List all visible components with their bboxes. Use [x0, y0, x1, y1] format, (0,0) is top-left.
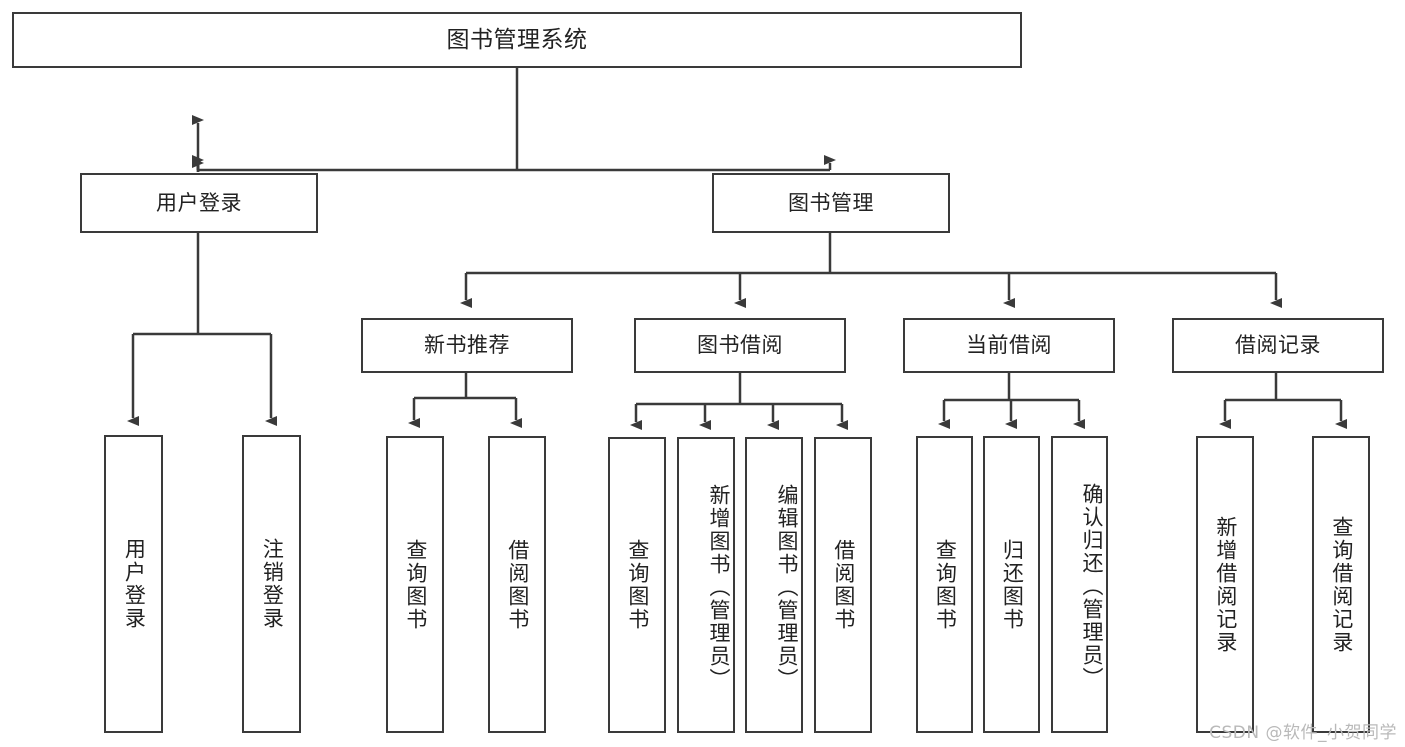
leaf-recommend-borrow-book[interactable]: 借阅图书	[488, 436, 546, 733]
node-label: 编辑图书（管理员）	[775, 483, 799, 691]
leaf-borrow-query-book[interactable]: 查询图书	[608, 437, 666, 733]
node-label: 归还图书	[1000, 538, 1025, 631]
node-current-borrow[interactable]: 当前借阅	[903, 318, 1115, 373]
node-root-system[interactable]: 图书管理系统	[12, 12, 1022, 68]
node-borrow-record[interactable]: 借阅记录	[1172, 318, 1384, 373]
node-user-login[interactable]: 用户登录	[80, 173, 318, 233]
node-label: 新增借阅记录	[1213, 515, 1238, 654]
node-label: 新书推荐	[424, 333, 510, 357]
node-label: 借阅图书	[505, 538, 530, 631]
leaf-current-confirm-return-admin[interactable]: 确认归还（管理员）	[1051, 436, 1108, 733]
arrow-group-level3	[460, 273, 1282, 308]
node-label: 图书借阅	[697, 333, 783, 357]
arrow-group-level2	[192, 155, 836, 170]
node-label: 注销登录	[260, 538, 285, 630]
node-label: 查询图书	[933, 538, 958, 631]
node-label: 查询借阅记录	[1329, 515, 1354, 654]
leaf-borrow-add-book-admin[interactable]: 新增图书（管理员）	[677, 437, 735, 733]
arrow-group-recommend-children	[408, 398, 522, 428]
node-label: 用户登录	[156, 190, 242, 215]
node-label: 图书管理	[788, 190, 874, 215]
leaf-record-query-record[interactable]: 查询借阅记录	[1312, 436, 1370, 733]
arrow-group-record-children	[1219, 400, 1347, 429]
leaf-current-query-book[interactable]: 查询图书	[916, 436, 973, 733]
arrow-group-borrow-children	[630, 404, 848, 430]
node-label: 图书管理系统	[446, 26, 588, 53]
leaf-record-add-record[interactable]: 新增借阅记录	[1196, 436, 1254, 733]
node-label: 查询图书	[403, 538, 428, 631]
node-book-borrow[interactable]: 图书借阅	[634, 318, 846, 373]
arrow-group-current-children	[938, 400, 1085, 429]
node-book-management[interactable]: 图书管理	[712, 173, 950, 233]
leaf-borrow-borrow-book[interactable]: 借阅图书	[814, 437, 872, 733]
leaf-recommend-query-book[interactable]: 查询图书	[386, 436, 444, 733]
arrow-group-user-login-children	[127, 334, 277, 426]
node-label: 确认归还（管理员）	[1080, 483, 1104, 690]
node-label: 当前借阅	[966, 333, 1052, 357]
node-label: 借阅记录	[1235, 333, 1321, 357]
node-label: 借阅图书	[831, 539, 856, 631]
node-label: 查询图书	[625, 539, 650, 631]
leaf-current-return-book[interactable]: 归还图书	[983, 436, 1040, 733]
leaf-user-login-login[interactable]: 用户登录	[104, 435, 163, 733]
csdn-watermark: CSDN @软件_小贺同学	[1209, 723, 1397, 743]
node-label: 用户登录	[122, 538, 147, 630]
leaf-user-login-logout[interactable]: 注销登录	[242, 435, 301, 733]
leaf-borrow-edit-book-admin[interactable]: 编辑图书（管理员）	[745, 437, 803, 733]
node-label: 新增图书（管理员）	[707, 483, 731, 691]
node-new-book-recommend[interactable]: 新书推荐	[361, 318, 573, 373]
